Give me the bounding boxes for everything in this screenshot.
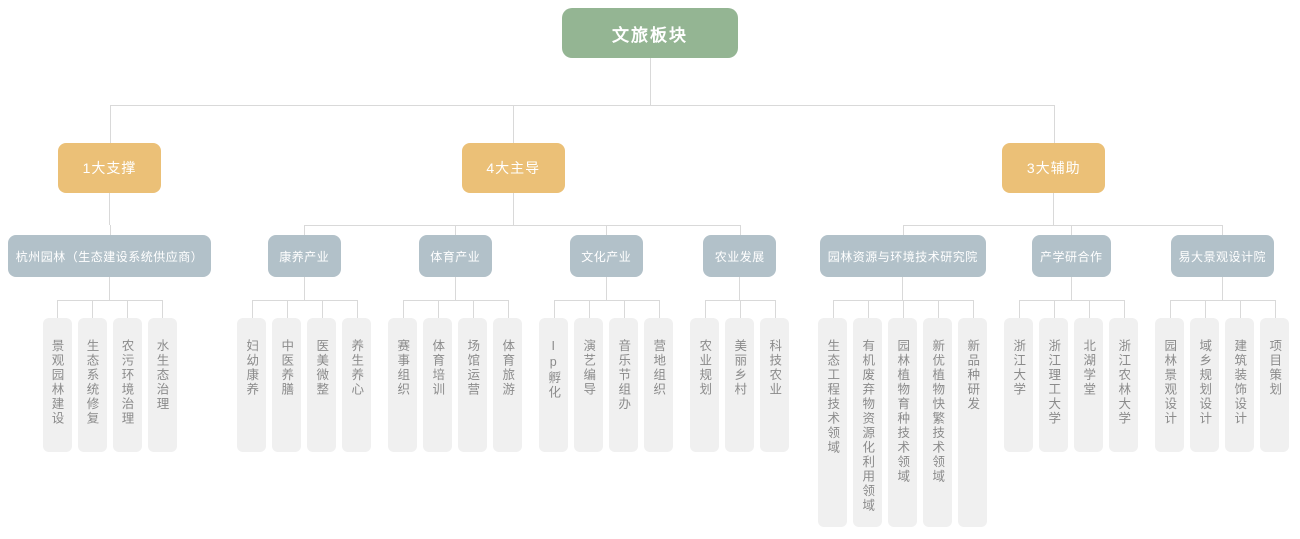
leaf-card: 浙江农林大学 [1109,318,1139,452]
leaf-card: 生态工程技术领域 [818,318,848,527]
leaf-card: 生态系统修复 [77,318,107,452]
root-node: 文旅板块 [562,8,738,58]
leaf-card: 浙江理工大学 [1039,318,1069,452]
connector-line [1053,193,1055,225]
level3-node: 体育产业 [418,235,492,277]
level3-node: 产学研合作 [1032,235,1111,277]
branch-support: 1大支撑 杭州园林（生态建设系统供应商） 景观园林建设 生态系统修复 农污环境治… [0,105,223,452]
level2-node: 1大支撑 [58,143,161,193]
connector-line [605,277,607,300]
branch-auxiliary: 3大辅助 园林资源与环境技术研究院 生态工程技术领域 有机废弃物资源化利用领域 … [803,105,1300,527]
leaf-card: 域乡规划设计 [1190,318,1220,452]
leaf-card: 演艺编导 [574,318,604,452]
connector-line [512,193,514,225]
leaf-card: 科技农业 [760,318,790,452]
leaf-card: 美丽乡村 [725,318,755,452]
level3-node: 农业发展 [703,235,777,277]
leaf-row: Ip孵化 演艺编导 音乐节组办 营地组织 [536,300,676,452]
group-research-institute: 园林资源与环境技术研究院 生态工程技术领域 有机废弃物资源化利用领域 园林植物育… [810,225,996,527]
leaf-card: 浙江大学 [1004,318,1034,452]
connector-line [739,277,741,300]
group-row: 康养产业 妇幼康养 中医养膳 医美微整 养生养心 [229,225,798,452]
group-sports: 体育产业 赛事组织 体育培训 场馆运营 体育旅游 [379,225,531,452]
leaf-row: 景观园林建设 生态系统修复 农污环境治理 水生态治理 [40,300,180,452]
group-culture: 文化产业 Ip孵化 演艺编导 音乐节组办 营地组织 [530,225,682,452]
level3-node: 杭州园林（生态建设系统供应商） [7,235,212,277]
leaf-card: 音乐节组办 [609,318,639,452]
leaf-card: 农业规划 [690,318,720,452]
leaf-card: 场馆运营 [458,318,488,452]
leaf-card: 医美微整 [307,318,337,452]
connector-line [454,277,456,300]
leaf-card: 园林景观设计 [1155,318,1185,452]
leaf-card: Ip孵化 [539,318,569,452]
level2-node: 3大辅助 [1002,143,1106,193]
level3-node: 易大景观设计院 [1170,235,1275,277]
group-design-institute: 易大景观设计院 园林景观设计 域乡规划设计 建筑装饰设计 项目策划 [1146,225,1298,452]
branch-row: 1大支撑 杭州园林（生态建设系统供应商） 景观园林建设 生态系统修复 农污环境治… [0,105,1300,527]
leaf-card: 建筑装饰设计 [1225,318,1255,452]
level2-node: 4大主导 [461,143,565,193]
leaf-card: 体育旅游 [493,318,523,452]
connector-line [109,193,110,225]
leaf-card: 中医养膳 [272,318,302,452]
leaf-card: 北湖学堂 [1074,318,1104,452]
level3-node: 文化产业 [569,235,643,277]
connector-line [109,277,110,300]
leaf-card: 景观园林建设 [42,318,72,452]
leaf-card: 妇幼康养 [237,318,267,452]
leaf-card: 赛事组织 [388,318,418,452]
connector-line [649,58,651,105]
leaf-card: 营地组织 [644,318,674,452]
group-hangzhou-garden: 杭州园林（生态建设系统供应商） 景观园林建设 生态系统修复 农污环境治理 水生态… [2,225,217,452]
level3-node: 园林资源与环境技术研究院 [819,235,986,277]
connector-line [303,277,305,300]
group-industry-academia: 产学研合作 浙江大学 浙江理工大学 北湖学堂 浙江农林大学 [995,225,1147,452]
leaf-row: 浙江大学 浙江理工大学 北湖学堂 浙江农林大学 [1001,300,1141,452]
root-subtree: 文旅板块 1大支撑 杭州园林（生态建设系统供应商） 景观园林建设 [0,8,1300,539]
leaf-row: 农业规划 美丽乡村 科技农业 [687,300,792,452]
leaf-card: 养生养心 [342,318,372,452]
connector-line [1070,277,1072,300]
leaf-card: 项目策划 [1260,318,1290,452]
leaf-card: 水生态治理 [147,318,177,452]
leaf-card: 有机废弃物资源化利用领域 [853,318,883,527]
leaf-row: 生态工程技术领域 有机废弃物资源化利用领域 园林植物育种技术领域 新优植物快繁技… [815,300,990,527]
group-wellness: 康养产业 妇幼康养 中医养膳 医美微整 养生养心 [229,225,380,452]
group-row: 杭州园林（生态建设系统供应商） 景观园林建设 生态系统修复 农污环境治理 水生态… [2,225,217,452]
leaf-card: 园林植物育种技术领域 [888,318,918,527]
level3-node: 康养产业 [267,235,341,277]
group-row: 园林资源与环境技术研究院 生态工程技术领域 有机废弃物资源化利用领域 园林植物育… [810,225,1298,527]
leaf-row: 园林景观设计 域乡规划设计 建筑装饰设计 项目策划 [1152,300,1292,452]
branch-main: 4大主导 康养产业 妇幼康养 中医养膳 医美微整 养生 [222,105,804,452]
leaf-row: 赛事组织 体育培训 场馆运营 体育旅游 [385,300,525,452]
leaf-card: 新优植物快繁技术领域 [923,318,953,527]
leaf-card: 体育培训 [423,318,453,452]
connector-line [902,277,904,300]
leaf-card: 新品种研发 [958,318,988,527]
group-agriculture: 农业发展 农业规划 美丽乡村 科技农业 [681,225,798,452]
leaf-row: 妇幼康养 中医养膳 医美微整 养生养心 [234,300,374,452]
leaf-card: 农污环境治理 [112,318,142,452]
connector-line [1221,277,1223,300]
